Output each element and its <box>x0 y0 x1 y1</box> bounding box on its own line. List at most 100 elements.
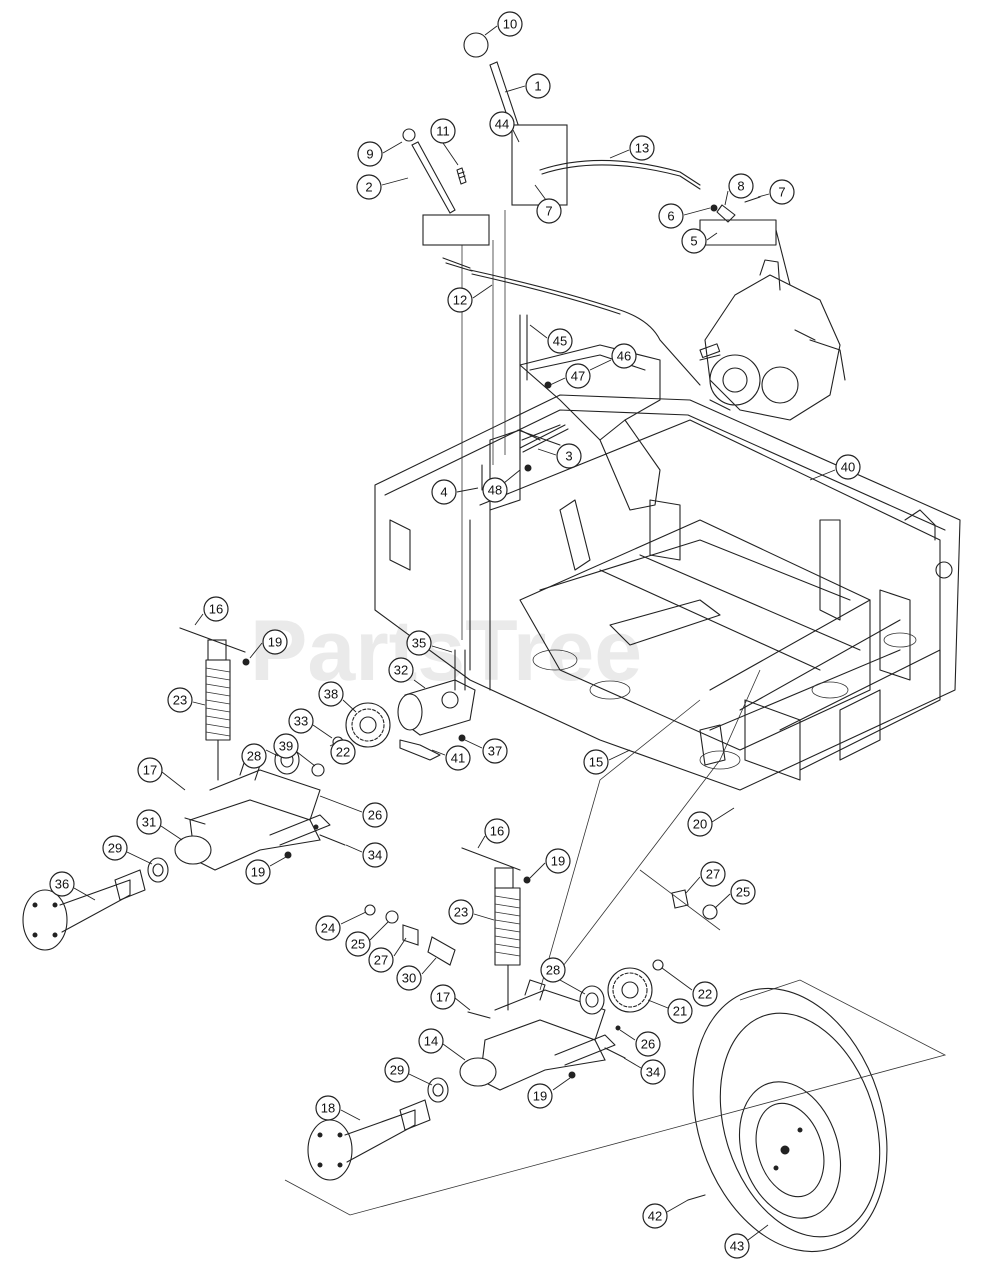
callout-3[interactable]: 3 <box>537 443 582 469</box>
callout-19b[interactable]: 19 <box>245 856 287 885</box>
svg-text:12: 12 <box>453 293 467 308</box>
callout-24[interactable]: 24 <box>315 911 367 941</box>
callout-27b[interactable]: 27 <box>368 937 407 973</box>
callout-25b[interactable]: 25 <box>345 921 389 957</box>
svg-text:16: 16 <box>490 824 504 839</box>
svg-text:16: 16 <box>209 602 223 617</box>
svg-text:5: 5 <box>690 234 697 249</box>
svg-text:14: 14 <box>424 1034 438 1049</box>
callout-4[interactable]: 4 <box>431 479 479 505</box>
callout-35[interactable]: 35 <box>406 630 453 656</box>
transmission-pump <box>699 259 846 421</box>
callout-7b[interactable]: 7 <box>534 184 562 224</box>
svg-text:10: 10 <box>503 17 517 32</box>
svg-text:33: 33 <box>294 714 308 729</box>
svg-text:22: 22 <box>698 987 712 1002</box>
callout-17[interactable]: 17 <box>137 757 186 791</box>
right-spacers <box>364 889 718 1103</box>
svg-text:22: 22 <box>336 745 350 760</box>
callout-33[interactable]: 33 <box>288 708 333 739</box>
callout-10[interactable]: 10 <box>484 11 523 37</box>
svg-text:8: 8 <box>737 179 744 194</box>
callout-26b[interactable]: 26 <box>619 1029 661 1057</box>
callout-2[interactable]: 2 <box>356 174 409 200</box>
svg-text:28: 28 <box>546 963 560 978</box>
svg-text:29: 29 <box>390 1063 404 1078</box>
callout-15[interactable]: 15 <box>583 749 631 775</box>
callout-38[interactable]: 38 <box>318 681 357 713</box>
callout-29[interactable]: 29 <box>102 835 153 865</box>
svg-text:29: 29 <box>108 841 122 856</box>
callout-16b[interactable]: 16 <box>477 818 510 849</box>
control-cables <box>469 159 701 386</box>
callout-21[interactable]: 21 <box>647 998 693 1024</box>
callout-28[interactable]: 28 <box>241 743 279 769</box>
callout-1[interactable]: 1 <box>504 73 551 99</box>
svg-text:35: 35 <box>412 636 426 651</box>
callout-22[interactable]: 22 <box>329 739 356 765</box>
callout-8[interactable]: 8 <box>724 173 754 206</box>
callout-19c[interactable]: 19 <box>529 848 571 879</box>
frame-chassis <box>374 394 961 791</box>
callout-25[interactable]: 25 <box>714 879 756 909</box>
callout-34[interactable]: 34 <box>345 842 388 868</box>
svg-text:11: 11 <box>436 124 450 139</box>
callout-9[interactable]: 9 <box>357 141 403 167</box>
callout-48[interactable]: 48 <box>482 469 521 503</box>
callout-17b[interactable]: 17 <box>430 984 471 1011</box>
callout-46[interactable]: 46 <box>589 343 637 371</box>
callout-22b[interactable]: 22 <box>661 967 718 1007</box>
callout-32[interactable]: 32 <box>388 657 426 689</box>
gear-32-assembly <box>332 649 476 761</box>
callout-19[interactable]: 19 <box>249 629 288 659</box>
svg-text:44: 44 <box>495 117 509 132</box>
svg-text:15: 15 <box>589 755 603 770</box>
right-swing-arm <box>459 979 626 1091</box>
callout-14[interactable]: 14 <box>418 1028 466 1061</box>
right-shock <box>461 847 531 1011</box>
callout-42[interactable]: 42 <box>642 1199 689 1229</box>
callout-7[interactable]: 7 <box>757 179 795 205</box>
svg-text:36: 36 <box>55 877 69 892</box>
callout-41[interactable]: 41 <box>431 745 471 771</box>
svg-text:23: 23 <box>173 693 187 708</box>
svg-text:34: 34 <box>368 848 382 863</box>
callout-30[interactable]: 30 <box>396 957 437 991</box>
callout-5[interactable]: 5 <box>681 228 718 254</box>
callout-20[interactable]: 20 <box>687 807 735 837</box>
callout-16[interactable]: 16 <box>194 596 229 626</box>
callout-44[interactable]: 44 <box>489 111 520 143</box>
svg-text:19: 19 <box>251 865 265 880</box>
sprocket-21 <box>607 967 653 1013</box>
callout-19d[interactable]: 19 <box>527 1077 571 1109</box>
callout-37[interactable]: 37 <box>464 738 508 764</box>
callout-18[interactable]: 18 <box>315 1095 361 1121</box>
callout-29b[interactable]: 29 <box>384 1057 433 1086</box>
svg-text:48: 48 <box>488 483 502 498</box>
callout-45[interactable]: 45 <box>529 324 573 354</box>
group-lines <box>284 669 947 1216</box>
callout-36[interactable]: 36 <box>49 871 96 901</box>
callout-47[interactable]: 47 <box>549 363 591 389</box>
callout-13[interactable]: 13 <box>609 135 655 161</box>
svg-text:26: 26 <box>641 1037 655 1052</box>
callout-43[interactable]: 43 <box>724 1224 769 1259</box>
callout-12[interactable]: 12 <box>447 284 493 313</box>
callout-11[interactable]: 11 <box>430 118 459 166</box>
left-shock <box>179 627 250 781</box>
callout-23[interactable]: 23 <box>167 687 206 713</box>
callout-34b[interactable]: 34 <box>623 1057 666 1085</box>
svg-text:17: 17 <box>143 763 157 778</box>
callout-28b[interactable]: 28 <box>540 957 586 995</box>
callout-40[interactable]: 40 <box>809 454 861 481</box>
svg-text:38: 38 <box>324 687 338 702</box>
callout-39[interactable]: 39 <box>273 733 316 767</box>
callout-26[interactable]: 26 <box>319 795 388 828</box>
callout-31[interactable]: 31 <box>136 809 183 841</box>
callout-27[interactable]: 27 <box>685 861 726 894</box>
callout-6[interactable]: 6 <box>658 203 711 229</box>
callout-23b[interactable]: 23 <box>448 899 495 925</box>
svg-text:31: 31 <box>142 815 156 830</box>
svg-text:34: 34 <box>646 1065 660 1080</box>
